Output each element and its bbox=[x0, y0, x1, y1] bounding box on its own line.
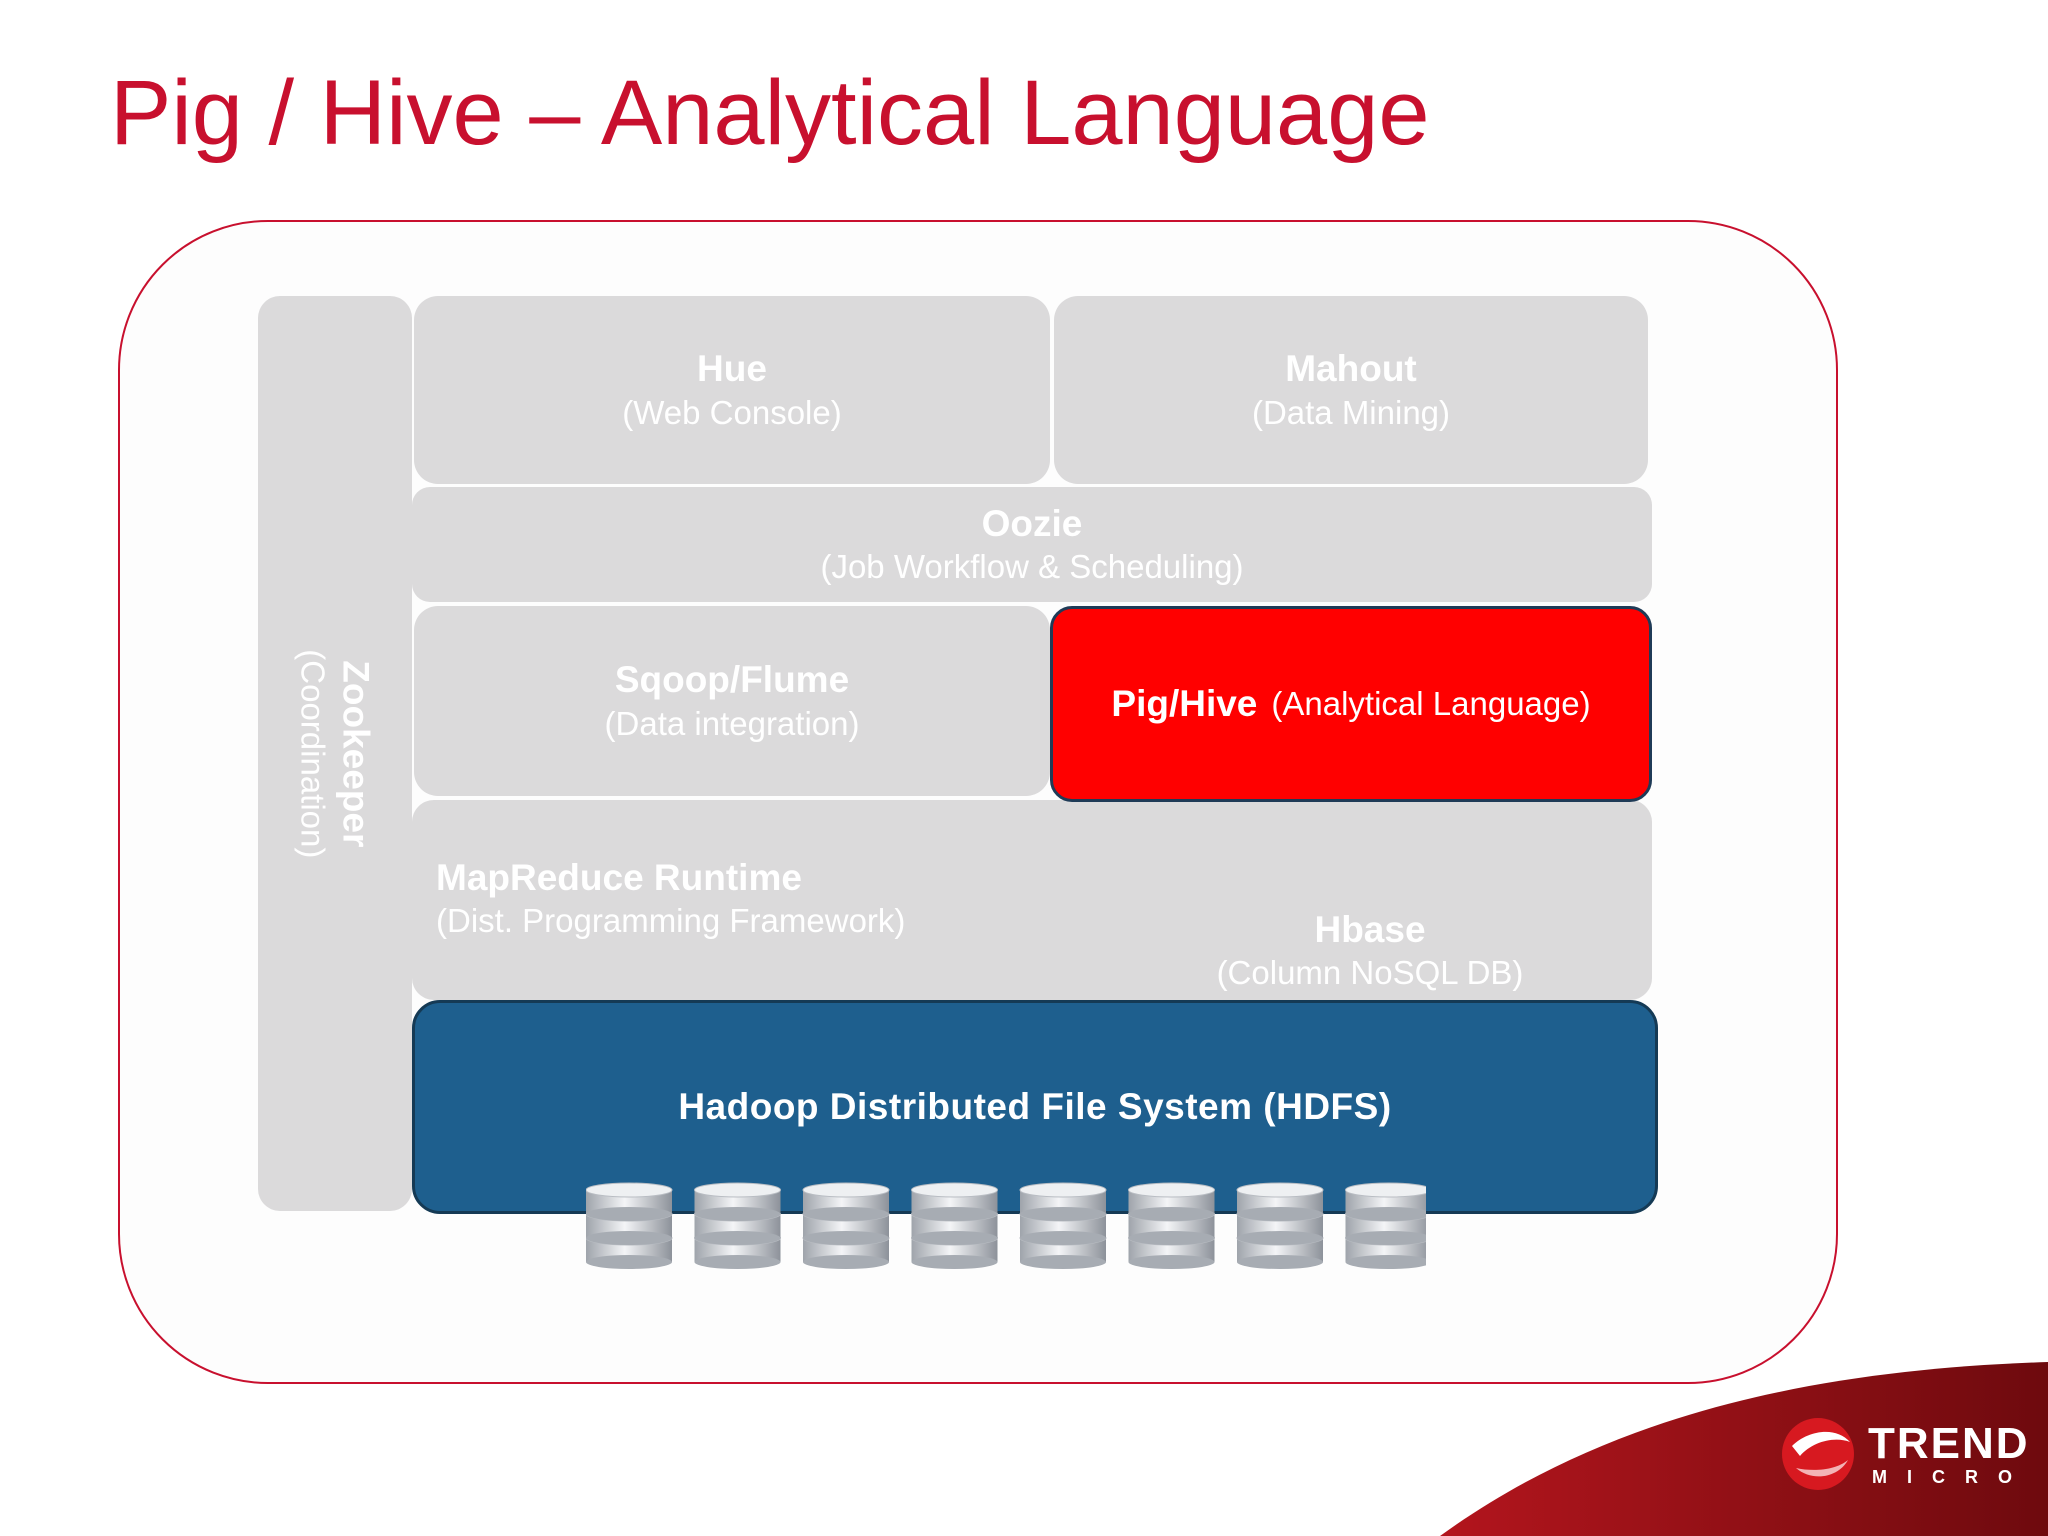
pig-hive-box: Pig/Hive (Analytical Language) bbox=[1050, 606, 1652, 802]
disk-icon bbox=[802, 1182, 890, 1269]
oozie-box: Oozie (Job Workflow & Scheduling) bbox=[412, 487, 1652, 602]
disk-icon bbox=[911, 1182, 998, 1269]
disk-icon bbox=[1345, 1182, 1426, 1269]
hdfs-name: Hadoop Distributed File System (HDFS) bbox=[678, 1086, 1392, 1127]
logo-line1: TREND bbox=[1868, 1419, 2030, 1468]
disk-icon bbox=[1128, 1182, 1215, 1269]
mahout-sub: (Data Mining) bbox=[1251, 393, 1451, 431]
mahout-box: Mahout (Data Mining) bbox=[1054, 296, 1648, 484]
zookeeper-sub: (Coordination) bbox=[294, 648, 332, 859]
zookeeper-name: Zookeeper bbox=[335, 659, 377, 848]
trend-micro-wordmark: TREND MICRO bbox=[1868, 1422, 2032, 1489]
pighive-sub: (Analytical Language) bbox=[1271, 685, 1591, 723]
disk-icon bbox=[694, 1182, 781, 1269]
disk-icon bbox=[586, 1182, 673, 1269]
oozie-sub: (Job Workflow & Scheduling) bbox=[820, 548, 1244, 586]
disk-stack-group bbox=[586, 1182, 1426, 1269]
zookeeper-box: Zookeeper (Coordination) bbox=[258, 296, 412, 1211]
sqoop-flume-box: Sqoop/Flume (Data integration) bbox=[414, 606, 1050, 796]
disk-icon bbox=[1236, 1182, 1324, 1269]
hue-name: Hue bbox=[697, 348, 767, 390]
hue-box: Hue (Web Console) bbox=[414, 296, 1050, 484]
mapreduce-sub: (Dist. Programming Framework) bbox=[436, 902, 906, 940]
sqoop-sub: (Data integration) bbox=[604, 704, 860, 742]
disk-icon bbox=[1019, 1182, 1107, 1269]
slide-title: Pig / Hive – Analytical Language bbox=[110, 62, 1430, 164]
logo-line2: MICRO bbox=[1872, 1467, 2032, 1487]
hbase-label: Hbase (Column NoSQL DB) bbox=[1190, 908, 1550, 994]
sqoop-name: Sqoop/Flume bbox=[614, 659, 850, 701]
mahout-name: Mahout bbox=[1285, 348, 1417, 390]
pighive-name: Pig/Hive bbox=[1111, 682, 1258, 724]
trend-logo-ball-icon bbox=[1782, 1418, 1854, 1490]
hbase-sub: (Column NoSQL DB) bbox=[1216, 954, 1524, 992]
mapreduce-label: MapReduce Runtime (Dist. Programming Fra… bbox=[436, 856, 905, 942]
mapreduce-hbase-box bbox=[412, 800, 1652, 1000]
oozie-name: Oozie bbox=[981, 502, 1083, 544]
hue-sub: (Web Console) bbox=[622, 393, 842, 431]
hbase-name: Hbase bbox=[1314, 909, 1426, 950]
mapreduce-name: MapReduce Runtime bbox=[436, 857, 802, 898]
trend-micro-logo bbox=[1782, 1418, 1854, 1490]
